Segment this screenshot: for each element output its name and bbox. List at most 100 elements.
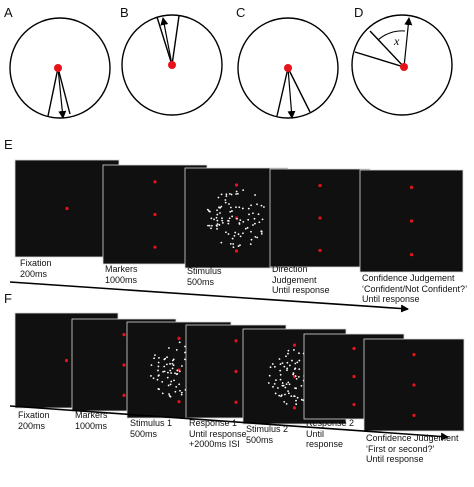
stimulus-dot [156,378,159,381]
stimulus-dot [232,243,235,245]
stimulus-dot [163,370,166,373]
stimulus-dot [175,385,178,388]
stimulus-dot [236,217,238,220]
stimulus-dot [231,210,233,212]
row-f-time-arrow [9,405,449,441]
marker-dot [122,333,126,337]
stimulus-dot [169,395,172,398]
stimulus-dot [279,369,282,372]
stimulus-dot [286,361,289,364]
stimulus-dot [254,222,256,225]
stimulus-dot [268,374,271,377]
panel-a-line-left [47,67,59,117]
stimulus-dot [170,372,173,374]
stimulus-dot [167,384,170,387]
stimulus-dot [249,243,252,246]
stimulus-dot [254,194,256,196]
stimulus-dot [272,385,274,388]
panel-d-line-lower [354,51,405,68]
row-f-caption-fixation: Fixation 200ms [18,410,50,431]
panel-b-line-right [171,15,180,66]
stimulus-dot [216,219,219,222]
stimulus-dot [257,213,260,216]
stimulus-dot [298,352,300,355]
stimulus-dot [158,374,160,377]
stimulus-dot [281,362,284,365]
stimulus-dot [227,233,230,235]
stimulus-dot [263,206,265,208]
marker-dot [234,400,238,404]
stimulus-dot [210,227,212,230]
panel-d-circle [351,14,453,116]
stimulus-dot [295,399,297,402]
stimulus-dot [171,362,174,365]
marker-dot [153,245,157,249]
stimulus-dot [291,359,293,362]
panel-b-diagram [121,14,223,116]
stimulus-dot [218,206,220,209]
stimulus-dot [168,347,170,349]
stimulus-dot [282,384,285,387]
stimulus-dot [168,393,170,395]
stimulus-dot [211,224,213,227]
stimulus-dot [285,383,288,386]
stimulus-dot [237,245,240,248]
stimulus-dot [161,392,164,395]
stimulus-dot [172,364,175,367]
stimulus-dot [286,367,289,370]
stimulus-dot [260,233,263,235]
stimulus-dot [279,363,282,365]
stimulus-dot [184,351,186,354]
stimulus-dot [219,212,221,214]
stimulus-dot [210,217,213,220]
stimulus-dot [296,396,299,399]
stimulus-dot [225,193,228,196]
row-e-time-arrow [9,281,409,313]
stimulus-dot [256,203,258,206]
stimulus-dot [173,379,175,382]
stimulus-dot [288,364,291,367]
panel-c-line-left [276,67,289,117]
stimulus-dot [166,376,169,379]
stimulus-dot [247,207,250,210]
stimulus-dot [248,213,250,216]
stimulus-dot [232,246,235,249]
stimulus-dot [285,355,287,358]
panel-d-diagram: x [351,14,453,116]
stimulus-dot [154,354,156,356]
panel-d-arrow [403,17,413,68]
stimulus-dot [216,225,218,227]
row-e-caption-confidence-judgement: Confidence Judgement ‘Confident/Not Conf… [362,273,468,304]
stimulus-dot [170,380,173,383]
stimulus-dot [178,341,181,344]
stimulus-dot [207,224,209,227]
stimulus-dot [181,365,183,367]
panel-d-angle-arc [377,30,406,41]
stimulus-dot [225,195,228,198]
stimulus-dot [235,193,238,195]
marker-dot [409,185,414,189]
stimulus-dot [220,193,223,196]
stimulus-dot [178,370,181,373]
stimulus-dot [213,218,215,221]
fixation-dot [65,206,69,211]
stimulus-dot [229,242,232,245]
panel-b-line-left [156,16,173,66]
marker-dot [234,339,238,343]
stimulus-dot [171,367,174,370]
marker-dot [412,353,416,357]
stimulus-dot [279,378,282,381]
marker-dot [153,212,157,217]
stimulus-dot [242,232,244,235]
stimulus-dot [216,227,218,230]
stimulus-dot [228,203,230,205]
stimulus-dot [184,345,186,348]
stimulus-dot [221,219,224,222]
panel-a-diagram [9,17,111,119]
row-e-caption-markers: Markers 1000ms [105,264,138,285]
stimulus-dot [239,235,242,238]
marker-dot [153,180,157,184]
stimulus-dot [298,359,301,362]
row-f-screen-confidence-judgement [363,338,465,432]
